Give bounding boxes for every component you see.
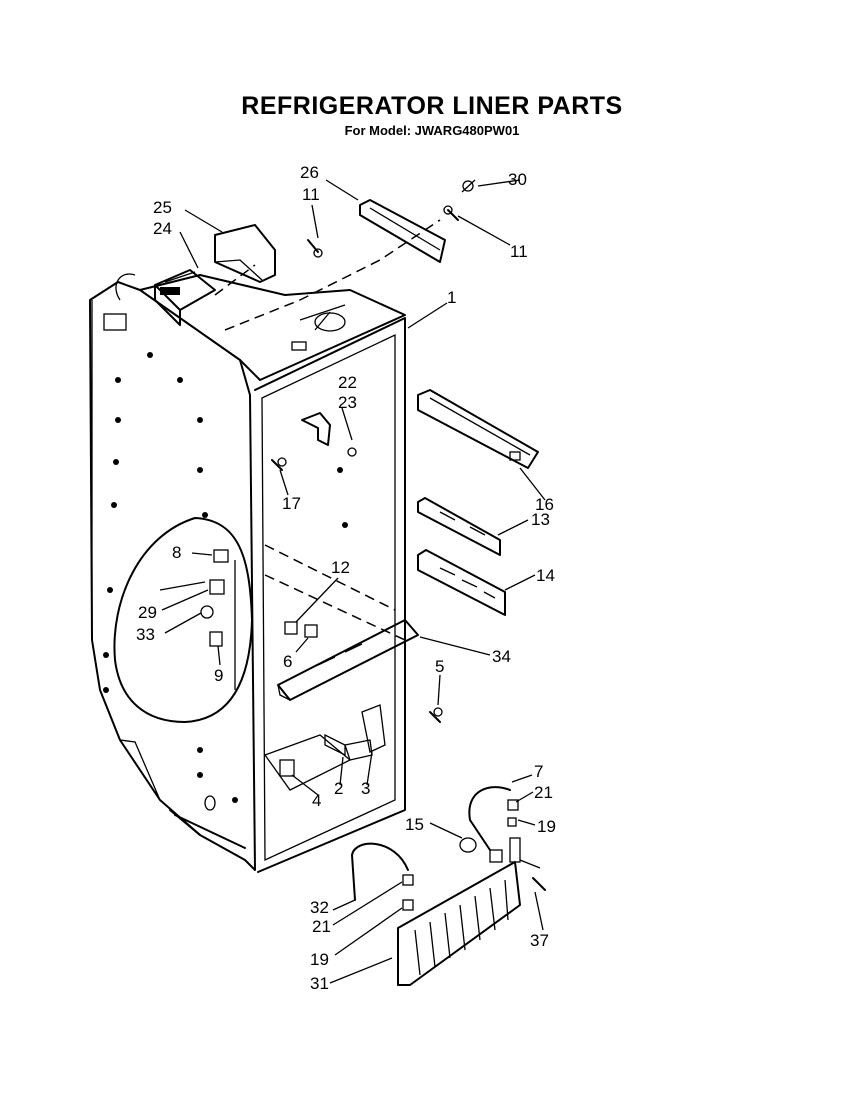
part-26-top-bracket [359, 199, 446, 263]
diagram-title: REFRIGERATOR LINER PARTS [241, 92, 623, 120]
part-7-tube [468, 786, 511, 821]
part-32-tube [351, 842, 409, 901]
callout-15: 15 [405, 815, 424, 834]
part-14-rail [417, 549, 506, 616]
callout-6: 6 [283, 652, 292, 671]
callout-37: 37 [530, 931, 549, 950]
callout-1: 1 [447, 288, 456, 307]
callout-23: 23 [338, 393, 357, 412]
callout-11-top: 11 [302, 185, 320, 204]
callout-3: 3 [361, 779, 370, 798]
callout-17: 17 [282, 494, 301, 513]
callout-29: 29 [138, 603, 157, 622]
part-13-rail [417, 497, 501, 556]
detail-circle [113, 517, 253, 723]
callout-21-right: 21 [534, 783, 553, 802]
leader-lines [159, 179, 546, 984]
callout-8: 8 [172, 543, 181, 562]
callout-31: 31 [310, 974, 329, 993]
callout-32: 32 [310, 898, 329, 917]
callout-25: 25 [153, 198, 172, 217]
callout-24: 24 [153, 219, 172, 238]
callout-9: 9 [214, 666, 223, 685]
callout-11-right: 11 [510, 242, 528, 261]
callout-30: 30 [508, 170, 527, 189]
part-31-evaporator [397, 837, 541, 986]
callout-21-left: 21 [312, 917, 331, 936]
model-subtitle: For Model: JWARG480PW01 [344, 123, 520, 138]
callout-12: 12 [331, 558, 350, 577]
callout-14: 14 [536, 566, 555, 585]
callout-19-right: 19 [537, 817, 556, 836]
callout-7: 7 [534, 762, 543, 781]
callout-26: 26 [300, 163, 319, 182]
callout-34: 34 [492, 647, 511, 666]
callout-19-left: 19 [310, 950, 329, 969]
callout-4: 4 [312, 791, 321, 810]
small-parts [200, 549, 386, 777]
callout-22: 22 [338, 373, 357, 392]
callout-2: 2 [334, 779, 343, 798]
callout-13: 13 [531, 510, 550, 529]
part-34-shelf-bar [277, 619, 419, 701]
callout-33: 33 [136, 625, 155, 644]
callout-labels: 26 11 30 11 25 24 1 22 23 16 13 17 14 8 … [136, 163, 556, 993]
screws [271, 179, 476, 723]
part-16-rail [417, 389, 539, 469]
part-22-bracket [301, 412, 331, 446]
part-24-25-control-housing [115, 224, 276, 326]
callout-5: 5 [435, 657, 444, 676]
callout-16: 16 [535, 495, 554, 514]
